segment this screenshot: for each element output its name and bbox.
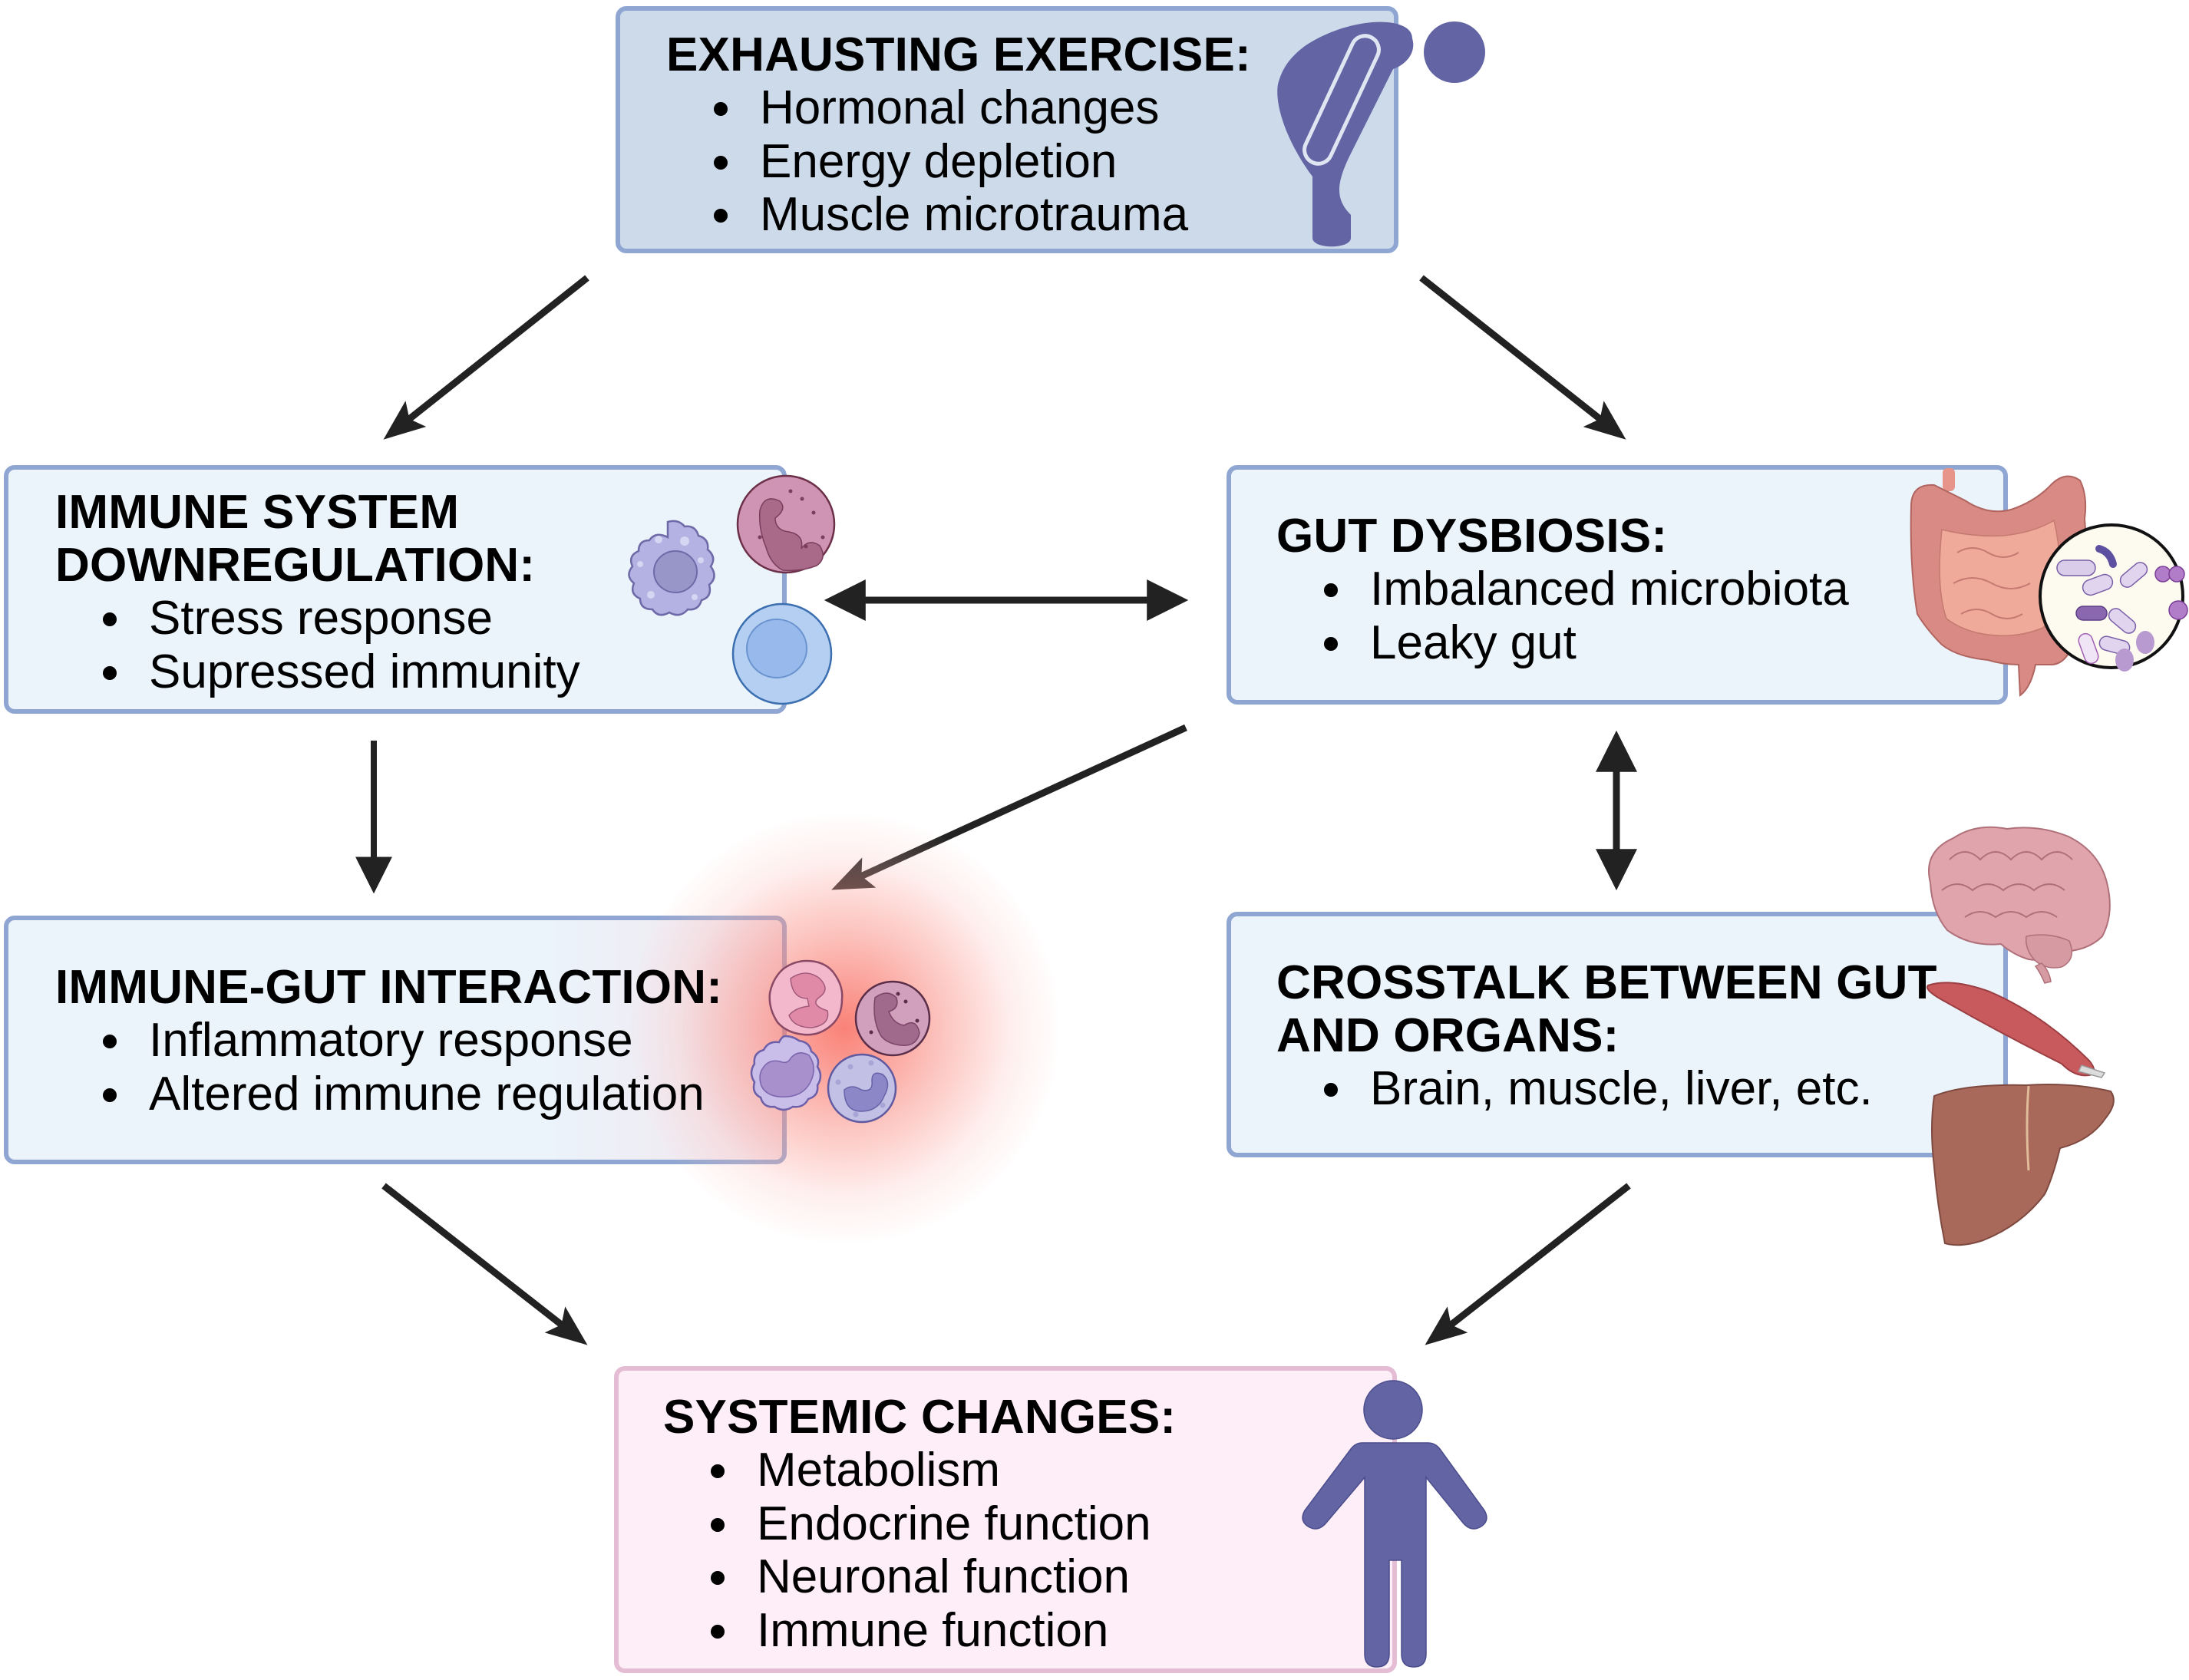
list-item: Neuronal function bbox=[663, 1550, 1176, 1604]
bullet-icon bbox=[1324, 636, 1338, 651]
bullet-icon bbox=[714, 102, 728, 116]
bullet-icon bbox=[711, 1571, 725, 1585]
systemic-changes-box bbox=[614, 1366, 1397, 1673]
list-item: Muscle microtrauma bbox=[666, 188, 1251, 242]
node-title: EXHAUSTING EXERCISE: bbox=[666, 28, 1251, 81]
list-item: Supressed immunity bbox=[55, 645, 580, 699]
arrow-exercise-to-immune bbox=[383, 275, 589, 440]
list-item: Hormonal changes bbox=[666, 81, 1251, 135]
list-item: Stress response bbox=[55, 592, 580, 645]
bullet-icon bbox=[711, 1517, 725, 1532]
node-title-line1: CROSSTALK BETWEEN GUT bbox=[1276, 956, 1937, 1009]
gut-dysbiosis-node: GUT DYSBIOSIS: Imbalanced microbiota Lea… bbox=[1276, 510, 1849, 669]
list-item: Leaky gut bbox=[1276, 616, 1849, 670]
bullet-icon bbox=[1324, 583, 1338, 597]
node-bullet-list: Inflammatory response Altered immune reg… bbox=[55, 1014, 722, 1121]
bullet-icon bbox=[714, 155, 728, 170]
list-item: Immune function bbox=[663, 1604, 1176, 1658]
arrow-crosstalk-to-systemic bbox=[1425, 1183, 1631, 1345]
bullet-icon bbox=[711, 1624, 725, 1639]
crosstalk-node: CROSSTALK BETWEEN GUT AND ORGANS: Brain,… bbox=[1276, 956, 1937, 1116]
list-item: Brain, muscle, liver, etc. bbox=[1276, 1062, 1937, 1116]
node-title: GUT DYSBIOSIS: bbox=[1276, 510, 1668, 563]
immune-gut-interaction-node: IMMUNE-GUT INTERACTION: Inflammatory res… bbox=[55, 961, 722, 1121]
node-title: SYSTEMIC CHANGES: bbox=[663, 1391, 1177, 1444]
bullet-icon bbox=[714, 209, 728, 223]
immune-downregulation-node: IMMUNE SYSTEM DOWNREGULATION: Stress res… bbox=[55, 486, 580, 698]
node-title-line2: AND ORGANS: bbox=[1276, 1009, 1619, 1062]
bullet-icon bbox=[103, 665, 117, 680]
node-bullet-list: Imbalanced microbiota Leaky gut bbox=[1276, 563, 1849, 669]
systemic-changes-node: SYSTEMIC CHANGES: Metabolism Endocrine f… bbox=[663, 1391, 1176, 1657]
list-item: Inflammatory response bbox=[55, 1014, 722, 1068]
gut-dysbiosis-box bbox=[1227, 465, 2008, 705]
list-item: Altered immune regulation bbox=[55, 1068, 722, 1121]
node-bullet-list: Hormonal changes Energy depletion Muscle… bbox=[666, 81, 1251, 242]
bullet-icon bbox=[103, 1035, 117, 1048]
node-bullet-list: Stress response Supressed immunity bbox=[55, 592, 580, 698]
bullet-icon bbox=[103, 612, 117, 626]
exhausting-exercise-node: EXHAUSTING EXERCISE: Hormonal changes En… bbox=[666, 28, 1251, 242]
crosstalk-box bbox=[1227, 912, 2008, 1157]
exhausting-exercise-box bbox=[616, 6, 1398, 253]
list-item: Endocrine function bbox=[663, 1497, 1176, 1551]
node-title: IMMUNE-GUT INTERACTION: bbox=[55, 961, 723, 1014]
node-title-line1: IMMUNE SYSTEM bbox=[55, 486, 460, 539]
list-item: Energy depletion bbox=[666, 135, 1251, 189]
bullet-icon bbox=[103, 1088, 117, 1102]
node-bullet-list: Metabolism Endocrine function Neuronal f… bbox=[663, 1444, 1176, 1657]
list-item: Metabolism bbox=[663, 1444, 1176, 1497]
node-title-line2: DOWNREGULATION: bbox=[55, 539, 536, 592]
bullet-icon bbox=[1324, 1083, 1338, 1097]
arrow-exercise-to-gut bbox=[1419, 275, 1626, 440]
node-bullet-list: Brain, muscle, liver, etc. bbox=[1276, 1062, 1937, 1116]
list-item: Imbalanced microbiota bbox=[1276, 563, 1849, 616]
arrow-interaction-to-systemic bbox=[381, 1183, 588, 1345]
bullet-icon bbox=[711, 1464, 725, 1478]
